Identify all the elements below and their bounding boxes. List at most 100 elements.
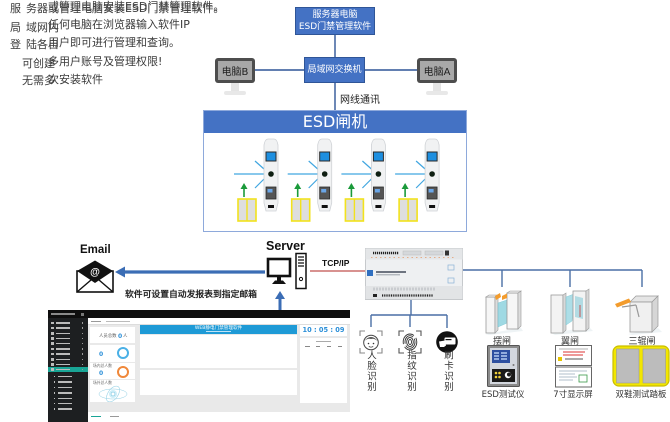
menu-item-label	[58, 403, 72, 405]
intro-text-line-overlay: 次安装软件	[48, 73, 103, 86]
donut-chart-icon	[117, 347, 129, 359]
sidebar-menu-item	[48, 347, 88, 352]
shoe-test-plate-icon	[237, 198, 257, 222]
card-reader	[372, 186, 384, 200]
sidebar-menu-item	[48, 336, 88, 341]
software-app-title	[51, 313, 75, 315]
stat-card-outside-count: 场外总人数	[90, 380, 135, 402]
card-reader	[426, 186, 438, 200]
menu-item-label	[58, 381, 72, 383]
monitor-stand	[433, 83, 441, 91]
menu-item-label	[56, 353, 70, 355]
lan-switch-box: 局域网交换机	[304, 57, 365, 83]
server-computer-box: 服务器电脑 ESD门禁管理软件	[295, 7, 375, 35]
gate-sensor	[375, 205, 382, 208]
esd-gate-unit	[287, 138, 333, 222]
menu-item-icon	[54, 392, 56, 394]
intro-text-line: 可创建	[22, 57, 55, 70]
menu-item-icon	[51, 358, 54, 361]
gate-screen	[319, 151, 331, 162]
tripod-turnstile-label: 三辊闸	[628, 337, 656, 347]
sidebar-menu-item	[48, 362, 88, 367]
menu-item-icon	[54, 408, 56, 410]
esd-gates-title: ESD闸机	[204, 111, 466, 133]
esd-gate-unit	[234, 138, 279, 222]
chevron-right-icon	[82, 353, 84, 355]
gate-flow-line	[415, 178, 426, 189]
gate-button	[375, 171, 382, 177]
fingerprint-label: 指纹识别	[405, 350, 416, 392]
sidebar-sub-item	[48, 380, 88, 385]
software-bottom-tabs	[88, 412, 350, 422]
email-report-caption: 软件可设置自动发报表到指定邮箱	[125, 290, 257, 300]
menu-item-label	[58, 408, 72, 410]
esd-gate-unit	[341, 138, 386, 222]
computer-a-icon: 电脑A	[417, 58, 457, 95]
gate-pillar-icon	[371, 138, 386, 212]
sidebar-menu-item	[48, 341, 88, 346]
display-screen-label: 7寸显示屏	[553, 390, 593, 400]
sidebar-sub-item	[48, 374, 88, 379]
shoe-test-plate-icon	[398, 198, 418, 222]
menu-item-icon	[51, 363, 54, 366]
software-banner-title: WEB静电门禁管理软件	[194, 326, 243, 331]
software-tab-home	[91, 320, 101, 323]
entry-arrow-icon	[347, 183, 355, 197]
esd-gate-unit	[395, 138, 440, 222]
software-sidebar	[48, 318, 88, 422]
esd-tester-image	[487, 345, 520, 387]
gate-flow-line	[254, 160, 265, 170]
face-recognition-icon	[359, 330, 383, 354]
chevron-right-icon	[82, 348, 84, 350]
intro-text-line: 局域网内	[10, 21, 59, 34]
gate-button	[268, 171, 274, 177]
chevron-right-icon	[82, 337, 84, 340]
computer-b-label: 电脑B	[218, 61, 252, 80]
intro-text-line: 服务器或管理电脑安装ESD门禁管理软件。	[10, 2, 225, 15]
esd-gates-panel: ESD闸机	[203, 110, 467, 232]
server-box-subtitle: ESD门禁管理软件	[298, 22, 372, 32]
swing-gate-image	[485, 290, 523, 335]
menu-item-label	[56, 332, 70, 335]
clock-time: 10 : 05 : 09	[302, 326, 345, 334]
intro-text-line-overlay: 多用户账号及管理权限!	[48, 55, 163, 68]
gate-sensor	[321, 205, 328, 208]
esd-gates-illustration	[234, 138, 440, 222]
calendar-item	[305, 346, 310, 348]
stat-label: 人员总数	[99, 334, 117, 339]
software-top-bar	[48, 310, 350, 318]
calendar-item	[338, 346, 342, 348]
menu-item-icon	[51, 332, 54, 335]
upload-arrow	[275, 291, 285, 311]
sidebar-sub-item	[48, 401, 88, 406]
intro-text-line-overlay: 或管理电脑安装ESD门禁管理软件。	[48, 0, 225, 13]
svg-text:@: @	[90, 267, 100, 278]
sidebar-menu-item	[48, 331, 88, 336]
chevron-right-icon	[82, 327, 84, 329]
gate-flow-line	[308, 160, 319, 170]
software-banner-subtitle	[206, 331, 231, 333]
menu-item-icon	[54, 397, 56, 400]
software-clock: 10 : 05 : 09	[300, 325, 347, 336]
management-software-screenshot: 人员总数 0 人 0 场内总人数 0 场外总人数 WEB静电门禁管理软件	[48, 310, 350, 422]
access-controller-device	[365, 248, 463, 300]
stat-card-inside-count: 场内总人数 0	[90, 363, 135, 379]
menu-item-icon	[54, 381, 56, 383]
menu-item-icon	[51, 347, 54, 351]
monitor-base	[224, 91, 246, 95]
swing-gate-label: 摆闸	[492, 337, 511, 347]
intro-text-line-overlay: 用户即可进行管理和查询。	[48, 36, 180, 49]
gate-flow-line	[362, 160, 372, 170]
calendar-item	[316, 346, 320, 348]
software-tab	[106, 320, 130, 323]
chevron-right-icon	[82, 332, 84, 335]
wing-gate-image	[550, 288, 593, 335]
card-swipe-label: 刷卡识别	[442, 350, 453, 392]
sidebar-menu-item	[48, 321, 88, 326]
chevron-right-icon	[82, 369, 84, 371]
gate-flow-line	[308, 178, 319, 189]
bottom-tab-active	[91, 416, 101, 418]
software-banner: WEB静电门禁管理软件	[140, 325, 297, 334]
sidebar-menu-item-active	[48, 367, 88, 373]
tripod-turnstile-image	[615, 295, 662, 335]
